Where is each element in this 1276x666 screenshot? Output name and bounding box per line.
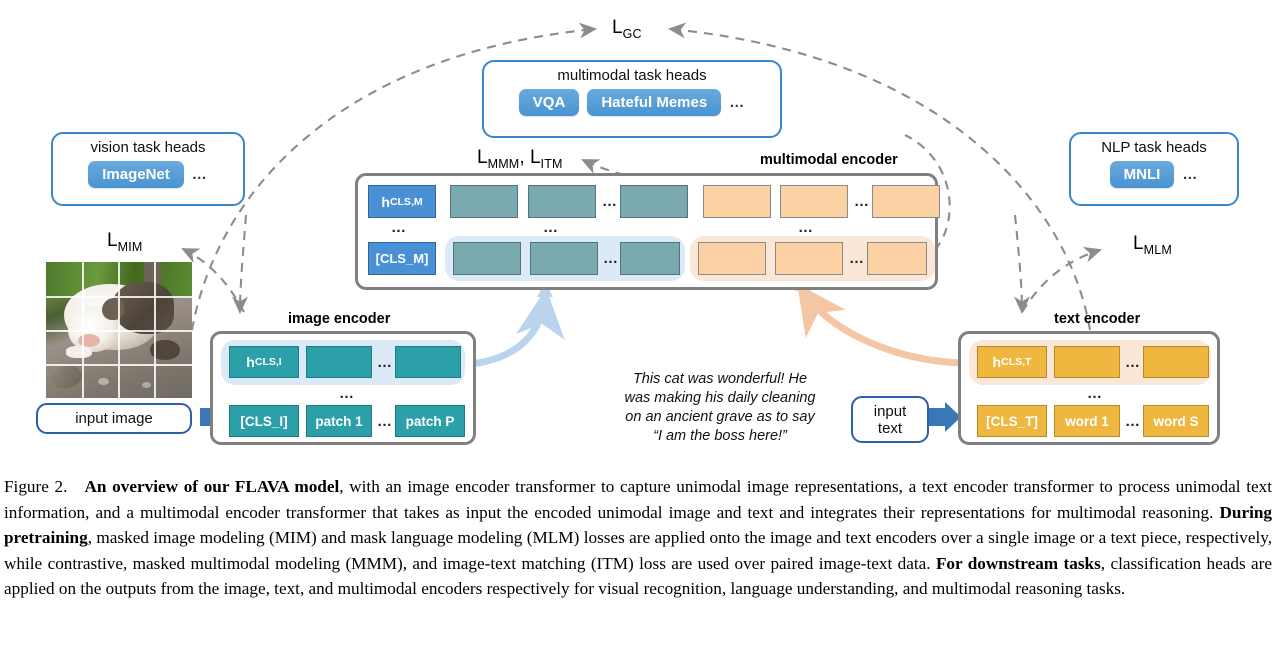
- text-hidden-1: [1054, 346, 1120, 378]
- multimodal-text-input-1: [698, 242, 766, 275]
- multimodal-image-input-1: [453, 242, 521, 275]
- patch-grid-line-h2: [46, 330, 192, 332]
- sample-caption-line-4: “I am the boss here!”: [653, 428, 787, 444]
- caption-bold-1: An overview of our FLAVA model: [84, 477, 340, 496]
- multimodal-image-vertical-ellipsis: …: [543, 219, 560, 236]
- sample-caption-line-2: was making his daily cleaning: [624, 390, 816, 406]
- multimodal-text-hidden-3: [872, 185, 940, 218]
- multimodal-text-input-2: [775, 242, 843, 275]
- imagenet-head-button[interactable]: ImageNet: [88, 161, 184, 188]
- image-encoder-vertical-ellipsis: …: [339, 385, 356, 402]
- image-hidden-ellipsis: …: [377, 354, 393, 371]
- input-image-box[interactable]: input image: [36, 403, 192, 434]
- image-input-patch-1: patch 1: [306, 405, 372, 437]
- multimodal-hidden-cls-sub: CLS,M: [389, 195, 423, 208]
- figure-caption: Figure 2. An overview of our FLAVA model…: [4, 474, 1272, 602]
- nlp-head-arrow: [1013, 214, 1030, 315]
- nlp-heads-ellipsis: …: [1182, 166, 1199, 183]
- loss-gc-label: LGC: [612, 17, 642, 41]
- multimodal-text-hidden-2: [780, 185, 848, 218]
- multimodal-image-input-2: [530, 242, 598, 275]
- multimodal-image-hidden-2: [528, 185, 596, 218]
- image-hidden-2: [395, 346, 461, 378]
- vision-head-arrow: [232, 214, 248, 315]
- text-encoder-label: text encoder: [1054, 311, 1141, 327]
- figure-number: Figure 2.: [4, 477, 68, 496]
- caption-part-1: , with an image encoder transformer to c…: [4, 477, 1272, 522]
- image-hidden-1: [306, 346, 372, 378]
- multimodal-task-heads-row: VQA Hateful Memes …: [518, 89, 746, 116]
- text-to-multimodal-arrow: [797, 284, 966, 367]
- caption-part-2: , masked image modeling (MIM) and mask l…: [4, 528, 1272, 573]
- multimodal-task-heads-title: multimodal task heads: [557, 67, 707, 84]
- text-hidden-cls-h: h: [992, 354, 1002, 370]
- sample-caption-line-3: on an ancient grave as to say: [625, 409, 815, 425]
- multimodal-text-input-3: [867, 242, 927, 275]
- sample-caption-line-1: This cat was wonderful! He: [632, 371, 808, 387]
- sample-caption: This cat was wonderful! He was making hi…: [600, 370, 840, 446]
- multimodal-task-heads-panel[interactable]: multimodal task heads VQA Hateful Memes …: [482, 60, 782, 138]
- multimodal-text-hidden-ellipsis: …: [854, 193, 870, 210]
- loss-mim-label: LMIM: [107, 230, 143, 254]
- multimodal-image-hidden-ellipsis: …: [602, 193, 618, 210]
- multimodal-image-hidden-3: [620, 185, 688, 218]
- text-hidden-ellipsis: …: [1125, 354, 1141, 371]
- text-input-cls-token: [CLS_T]: [977, 405, 1047, 437]
- patch-grid-line-h1: [46, 296, 192, 298]
- vision-task-heads-row: ImageNet …: [88, 161, 208, 188]
- image-hidden-cls-h: h: [246, 354, 255, 370]
- patch-grid-line-h3: [46, 364, 192, 366]
- multimodal-image-input-3: [620, 242, 680, 275]
- vqa-head-button[interactable]: VQA: [518, 89, 580, 116]
- image-input-cls-token: [CLS_I]: [229, 405, 299, 437]
- caption-bold-3: For downstream tasks: [935, 553, 1101, 573]
- nlp-task-heads-panel[interactable]: NLP task heads MNLI …: [1069, 132, 1239, 206]
- input-text-line-1: input: [873, 402, 907, 420]
- multimodal-text-hidden-1: [703, 185, 771, 218]
- input-text-box[interactable]: input text: [851, 396, 929, 443]
- multimodal-input-cls-token: [CLS_M]: [368, 242, 436, 275]
- text-hidden-2: [1143, 346, 1209, 378]
- vision-task-heads-title: vision task heads: [90, 139, 206, 156]
- multimodal-text-input-ellipsis: …: [849, 250, 865, 267]
- image-encoder-label: image encoder: [288, 311, 391, 327]
- mnli-head-button[interactable]: MNLI: [1109, 161, 1175, 188]
- image-hidden-cls-sub: CLS,I: [254, 356, 282, 368]
- multimodal-hidden-cls-h: h: [381, 193, 390, 210]
- caption-bold-2: During pretraining: [4, 502, 1272, 548]
- vision-heads-ellipsis: …: [191, 166, 208, 183]
- image-input-ellipsis: …: [377, 413, 393, 430]
- text-encoder-vertical-ellipsis: …: [1087, 385, 1104, 402]
- multimodal-image-input-ellipsis: …: [603, 250, 619, 267]
- input-image-thumbnail: [46, 262, 192, 398]
- multimodal-cls-vertical-ellipsis: …: [391, 219, 408, 236]
- nlp-task-heads-title: NLP task heads: [1101, 139, 1207, 156]
- multimodal-image-hidden-1: [450, 185, 518, 218]
- multimodal-encoder-label: multimodal encoder: [760, 152, 898, 168]
- text-hidden-cls-sub: CLS,T: [1001, 356, 1032, 368]
- image-input-patch-p: patch P: [395, 405, 465, 437]
- vision-task-heads-panel[interactable]: vision task heads ImageNet …: [51, 132, 245, 206]
- multimodal-heads-ellipsis: …: [729, 94, 746, 111]
- loss-mlm-label: LMLM: [1133, 233, 1172, 257]
- input-text-arrow: [929, 402, 961, 432]
- loss-mmm-itm-label: LMMM, LITM: [477, 147, 563, 171]
- lmim-arrow: [181, 248, 245, 313]
- lmlm-arrow: [1021, 247, 1103, 313]
- text-input-ellipsis: …: [1125, 413, 1141, 430]
- caption-part-3: , classification heads are applied on th…: [4, 553, 1272, 599]
- text-input-word-1: word 1: [1054, 405, 1120, 437]
- nlp-task-heads-row: MNLI …: [1109, 161, 1199, 188]
- text-input-word-s: word S: [1143, 405, 1209, 437]
- multimodal-text-vertical-ellipsis: …: [798, 219, 815, 236]
- hateful-memes-head-button[interactable]: Hateful Memes: [587, 89, 722, 116]
- input-text-line-2: text: [877, 419, 903, 437]
